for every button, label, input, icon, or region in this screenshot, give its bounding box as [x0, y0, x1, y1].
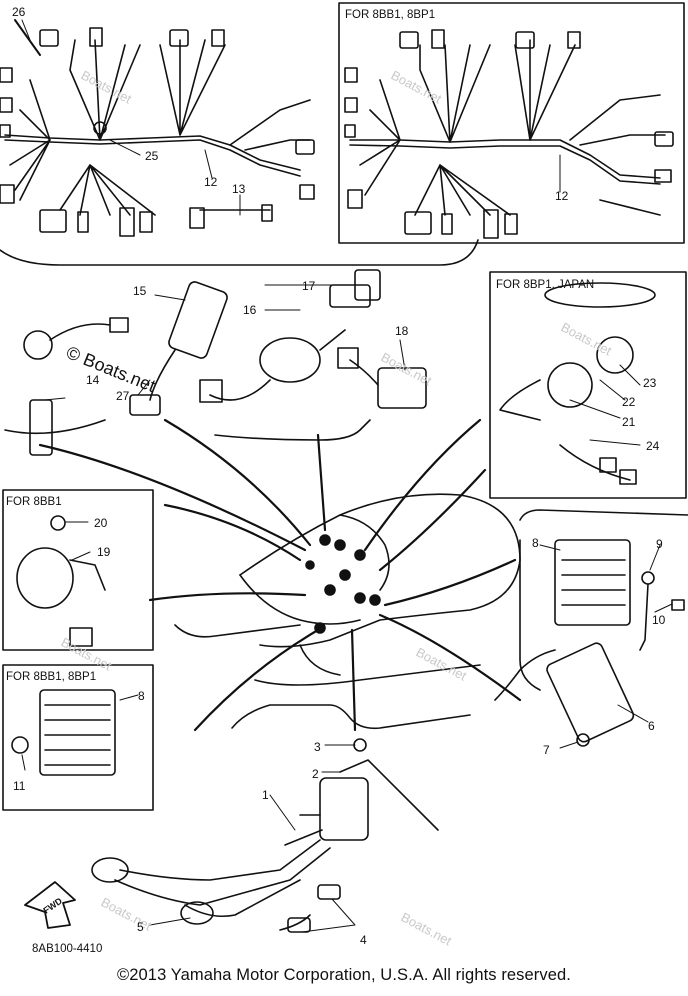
callout-26: 26 — [12, 5, 26, 19]
leader-lines — [38, 418, 522, 732]
callout-19: 19 — [97, 545, 111, 559]
japan-switch-box — [489, 271, 687, 499]
main-wire-harness-right — [344, 29, 674, 239]
callout-25: 25 — [145, 149, 159, 163]
callout-18: 18 — [395, 324, 409, 338]
callout-10: 10 — [652, 613, 666, 627]
center-watermark: © Boats.net — [64, 342, 159, 396]
callout-15: 15 — [133, 284, 147, 298]
fwd-arrow-icon — [24, 881, 76, 929]
main-switch-group — [199, 269, 427, 441]
japan-switch-header: FOR 8BP1, JAPAN — [496, 279, 594, 291]
callout-numbers: 26 25 12 13 12 15 17 16 18 14 27 23 22 2… — [12, 5, 666, 947]
part-code: 8AB100-4410 — [32, 943, 102, 955]
snowmobile-outline — [174, 493, 521, 686]
regulator-variant-box — [2, 664, 154, 811]
callout-leaders — [21, 19, 673, 933]
rectifier-regulator-group — [519, 509, 688, 691]
callout-8: 8 — [532, 536, 539, 550]
fuel-sender-group — [4, 317, 129, 456]
regulator-variant-group — [11, 689, 116, 776]
callout-8-variant: 8 — [138, 689, 145, 703]
condenser-group — [129, 281, 228, 416]
callout-5: 5 — [137, 920, 144, 934]
variant-harness-box — [338, 2, 685, 244]
callout-16: 16 — [243, 303, 257, 317]
callout-22: 22 — [622, 395, 636, 409]
svg-text:Boats.net: Boats.net — [379, 349, 435, 388]
svg-text:Boats.net: Boats.net — [389, 67, 445, 106]
copyright-notice: ©2013 Yamaha Motor Corporation, U.S.A. A… — [117, 966, 571, 984]
svg-text:Boats.net: Boats.net — [414, 644, 470, 683]
callout-3: 3 — [314, 740, 321, 754]
svg-text:Boats.net: Boats.net — [79, 67, 135, 106]
callout-20: 20 — [94, 516, 108, 530]
regulator-variant-header: FOR 8BB1, 8BP1 — [6, 671, 96, 683]
callout-14: 14 — [86, 373, 100, 387]
starter-relay-group — [16, 515, 106, 647]
callout-24: 24 — [646, 439, 660, 453]
callout-23: 23 — [643, 376, 657, 390]
japan-switch-group — [499, 282, 656, 485]
callout-21: 21 — [622, 415, 636, 429]
callout-17: 17 — [302, 279, 316, 293]
main-wire-harness-left — [0, 19, 315, 237]
section-divider — [0, 239, 479, 266]
callout-11: 11 — [13, 779, 26, 793]
callout-13: 13 — [232, 182, 246, 196]
callout-27: 27 — [116, 389, 130, 403]
svg-text:Boats.net: Boats.net — [59, 634, 115, 673]
callout-12-variant: 12 — [555, 189, 569, 203]
svg-text:Boats.net: Boats.net — [399, 909, 455, 948]
callout-1: 1 — [262, 788, 269, 802]
cdi-unit-group — [494, 642, 635, 747]
callout-12: 12 — [204, 175, 218, 189]
watermarks: Boats.net Boats.net Boats.net Boats.net … — [59, 67, 615, 948]
harness-variant-header: FOR 8BB1, 8BP1 — [345, 9, 435, 21]
callout-4: 4 — [360, 933, 367, 947]
svg-text:Boats.net: Boats.net — [99, 894, 155, 933]
callout-7: 7 — [543, 743, 550, 757]
callout-2: 2 — [312, 767, 319, 781]
callout-9: 9 — [656, 537, 663, 551]
starter-relay-header: FOR 8BB1 — [6, 496, 62, 508]
fwd-label: FWD — [41, 895, 64, 915]
starter-relay-box — [2, 489, 154, 651]
callout-6: 6 — [648, 719, 655, 733]
ignition-coil-group — [91, 704, 471, 933]
